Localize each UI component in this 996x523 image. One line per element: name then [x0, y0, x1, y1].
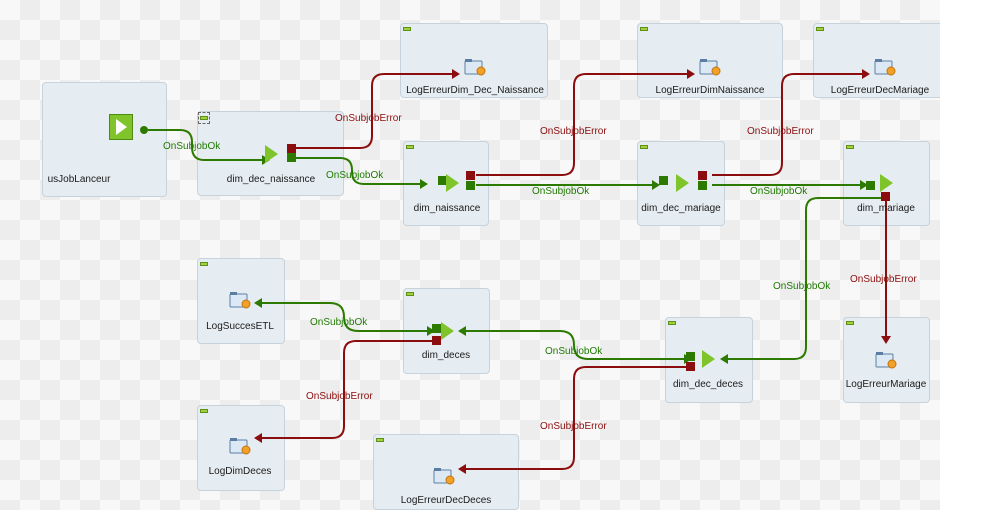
component-label: dim_dec_mariage: [641, 203, 721, 214]
connection-label-ok[interactable]: OnSubjobOk: [773, 281, 831, 292]
status-indicator-icon: [846, 321, 854, 325]
connection-wires: [148, 69, 891, 474]
status-indicator-icon: [668, 321, 676, 325]
ok-connector-dot[interactable]: [140, 126, 148, 134]
folder-gear-icon: [229, 438, 251, 455]
folder-gear-icon: [699, 59, 721, 76]
ok-connector[interactable]: [438, 176, 447, 185]
connection-label-ok[interactable]: OnSubjobOk: [163, 141, 221, 152]
ok-connector[interactable]: [466, 181, 475, 190]
component-label: dim_naissance: [413, 203, 481, 214]
component-label: LogErreurDim_Dec_Naissance: [406, 85, 544, 96]
connection-label-ok[interactable]: OnSubjobOk: [532, 186, 590, 197]
selection-marker: [198, 112, 210, 124]
status-indicator-icon: [406, 292, 414, 296]
status-indicator-icon: [200, 116, 208, 120]
component-label: dim_dec_naissance: [226, 174, 316, 185]
folder-gear-icon: [229, 292, 251, 309]
green-triangle-icon[interactable]: [880, 174, 893, 192]
launcher-box[interactable]: [42, 82, 167, 197]
connection-label-error[interactable]: OnSubjobError: [306, 391, 373, 402]
error-connector[interactable]: [686, 362, 695, 371]
error-connector[interactable]: [466, 171, 475, 180]
folder-gear-icon: [875, 352, 897, 369]
component-label: LogErreurMariage: [845, 379, 927, 390]
status-indicator-icon: [376, 438, 384, 442]
component-label: dim_dec_deces: [672, 379, 744, 390]
status-indicator-icon: [640, 27, 648, 31]
ok-connector[interactable]: [432, 324, 441, 333]
component-label: usJobLanceur: [47, 174, 111, 185]
ok-connector[interactable]: [659, 176, 668, 185]
job-design-canvas[interactable]: usJobLanceur dim_dec_naissance LogErreur…: [0, 0, 940, 510]
connection-label-error[interactable]: OnSubjobError: [335, 113, 402, 124]
component-label: LogErreurDimNaissance: [655, 85, 765, 96]
component-label: dim_deces: [421, 350, 471, 361]
green-triangle-icon[interactable]: [676, 174, 689, 192]
error-connector[interactable]: [432, 336, 441, 345]
connection-label-error[interactable]: OnSubjobError: [747, 126, 814, 137]
connection-label-error[interactable]: OnSubjobError: [850, 274, 917, 285]
folder-gear-icon: [433, 468, 455, 485]
green-triangle-icon[interactable]: [441, 322, 454, 340]
error-connector[interactable]: [698, 171, 707, 180]
status-indicator-icon: [200, 409, 208, 413]
ok-connector[interactable]: [287, 153, 296, 162]
green-triangle-icon[interactable]: [702, 350, 715, 368]
error-connector[interactable]: [287, 144, 296, 153]
status-indicator-icon: [200, 262, 208, 266]
connection-label-error[interactable]: OnSubjobError: [540, 421, 607, 432]
component-label: dim_mariage: [857, 203, 915, 214]
connection-label-ok[interactable]: OnSubjobOk: [545, 346, 603, 357]
status-indicator-icon: [816, 27, 824, 31]
connection-label-ok[interactable]: OnSubjobOk: [750, 186, 808, 197]
run-job-icon[interactable]: [109, 114, 133, 140]
connection-label-error[interactable]: OnSubjobError: [540, 126, 607, 137]
folder-gear-icon: [464, 59, 486, 76]
ok-connector[interactable]: [698, 181, 707, 190]
component-label: LogErreurDecMariage: [830, 85, 930, 96]
error-connector[interactable]: [881, 192, 890, 201]
green-triangle-icon[interactable]: [446, 174, 459, 192]
status-indicator-icon: [403, 27, 411, 31]
component-label: LogSuccesETL: [206, 321, 274, 332]
status-indicator-icon: [846, 145, 854, 149]
component-label: LogDimDeces: [208, 466, 272, 477]
ok-connector[interactable]: [866, 181, 875, 190]
connection-label-ok[interactable]: OnSubjobOk: [310, 317, 368, 328]
green-triangle-icon[interactable]: [265, 145, 278, 163]
component-label: LogErreurDecDeces: [400, 495, 492, 506]
folder-gear-icon: [874, 59, 896, 76]
status-indicator-icon: [640, 145, 648, 149]
connection-label-ok[interactable]: OnSubjobOk: [326, 170, 384, 181]
ok-connector[interactable]: [686, 352, 695, 361]
status-indicator-icon: [406, 145, 414, 149]
